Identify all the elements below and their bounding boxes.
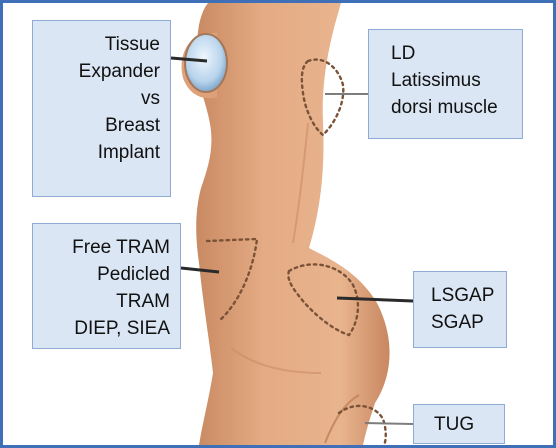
- label-tissue-expander: Tissue Expander vs Breast Implant: [32, 20, 171, 197]
- label-tram: Free TRAM Pedicled TRAM DIEP, SIEA: [32, 223, 181, 349]
- label-line: LSGAP: [431, 282, 496, 309]
- label-latissimus: LD Latissimus dorsi muscle: [368, 29, 523, 139]
- label-line: TUG: [434, 411, 494, 438]
- implant-icon: [185, 34, 227, 92]
- label-line: Tissue: [43, 31, 160, 58]
- label-line: vs: [43, 85, 160, 112]
- leader-tug: [365, 423, 413, 424]
- label-line: dorsi muscle: [391, 94, 512, 121]
- label-line: Pedicled: [43, 261, 170, 288]
- label-line: Expander: [43, 58, 160, 85]
- label-line: Implant: [43, 139, 160, 166]
- label-line: Breast: [43, 112, 160, 139]
- label-gap: LSGAP SGAP: [413, 271, 507, 348]
- label-line: Latissimus: [391, 67, 512, 94]
- label-line: SGAP: [431, 309, 496, 336]
- label-line: Free TRAM: [43, 234, 170, 261]
- label-line: TRAM: [43, 288, 170, 315]
- label-line: DIEP, SIEA: [43, 315, 170, 342]
- label-line: LD: [391, 40, 512, 67]
- label-tug: TUG: [413, 404, 505, 444]
